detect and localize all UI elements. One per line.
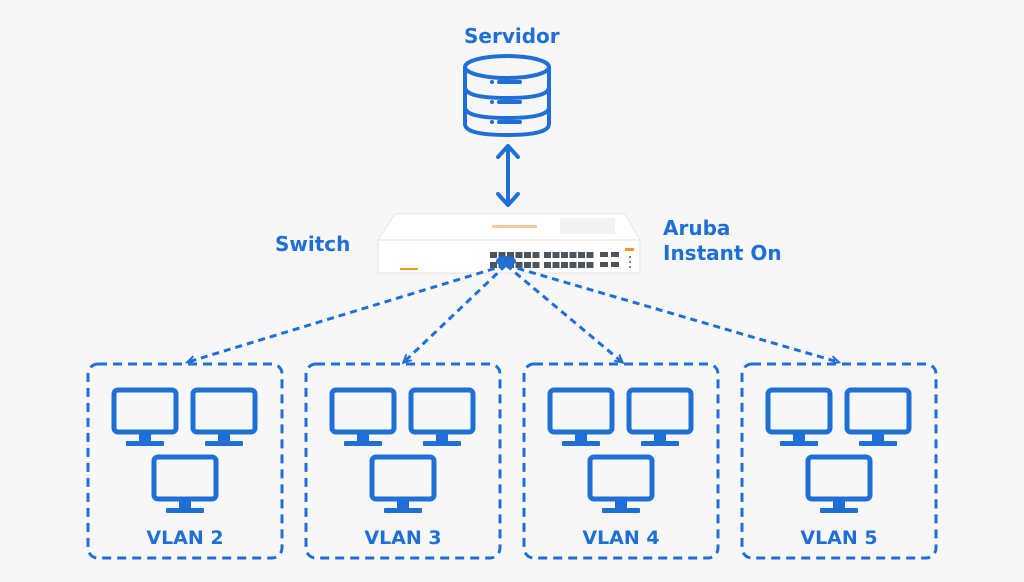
bidirectional-arrow-icon	[496, 144, 520, 207]
switch-brand-stripe	[400, 268, 418, 270]
computer-monitor-icon	[626, 387, 694, 446]
switch-port	[586, 252, 594, 258]
computer-monitor-icon	[844, 387, 912, 446]
vlan-label: VLAN 3	[364, 527, 441, 549]
computer-monitor-icon	[547, 387, 615, 446]
vlan-label: VLAN 5	[800, 527, 877, 549]
switch-port	[524, 252, 531, 258]
vlan-label: VLAN 2	[146, 527, 223, 549]
switch-top-panel	[560, 218, 615, 234]
switch-port	[569, 262, 577, 268]
vlan-boundary	[740, 362, 938, 560]
computer-monitor-icon	[765, 387, 833, 446]
vlan-groups: VLAN 2 VLAN 3 VLAN 4 VLAN 5	[86, 362, 938, 560]
computer-monitor-icon	[111, 387, 179, 446]
vlan-connection-line	[188, 263, 507, 362]
vlan-label: VLAN 4	[582, 527, 659, 549]
switch-model-line1: Aruba	[663, 216, 731, 240]
switch-port	[515, 252, 523, 258]
switch-port	[578, 262, 585, 268]
vlan-boundary	[522, 362, 720, 560]
switch-port	[552, 252, 560, 258]
switch-port	[586, 262, 594, 268]
switch-port	[578, 252, 585, 258]
switch-port	[507, 252, 514, 258]
computer-monitor-icon	[329, 387, 397, 446]
switch-port	[569, 252, 577, 258]
computer-monitor-icon	[369, 454, 437, 513]
computer-monitor-icon	[587, 454, 655, 513]
switch-port	[490, 262, 497, 268]
computer-monitor-icon	[408, 387, 476, 446]
switch-port	[490, 252, 497, 258]
database-server-icon	[463, 54, 551, 138]
switch-port	[561, 262, 568, 268]
switch-model-line2: Instant On	[663, 241, 782, 265]
computer-monitor-icon	[151, 454, 219, 513]
computer-monitor-icon	[190, 387, 258, 446]
switch-link-hub	[496, 256, 516, 266]
switch-port	[532, 252, 540, 258]
switch-port	[524, 262, 531, 268]
vlan-connections	[188, 263, 838, 362]
vlan-boundary	[304, 362, 502, 560]
switch-port	[561, 252, 568, 258]
vlan-connection-line	[505, 263, 622, 362]
switch-top-logo	[492, 225, 537, 228]
switch-model-label: Aruba Instant On	[663, 216, 782, 266]
switch-port	[515, 262, 523, 268]
vlan-group[interactable]: VLAN 3	[304, 362, 502, 560]
aruba-logo	[625, 248, 634, 251]
switch-port	[552, 262, 560, 268]
switch-port	[532, 262, 540, 268]
server-label: Servidor	[464, 24, 560, 48]
vlan-group[interactable]: VLAN 5	[740, 362, 938, 560]
switch-uplink-ports	[600, 252, 619, 267]
switch-port	[498, 252, 506, 258]
switch-port	[544, 262, 551, 268]
computer-monitor-icon	[805, 454, 873, 513]
switch-status-leds	[629, 256, 631, 268]
vlan-boundary	[86, 362, 284, 560]
switch-label: Switch	[275, 232, 351, 256]
vlan-connection-line	[505, 263, 838, 362]
vlan-group[interactable]: VLAN 4	[522, 362, 720, 560]
vlan-group[interactable]: VLAN 2	[86, 362, 284, 560]
network-switch[interactable]	[377, 213, 641, 274]
switch-port	[544, 252, 551, 258]
